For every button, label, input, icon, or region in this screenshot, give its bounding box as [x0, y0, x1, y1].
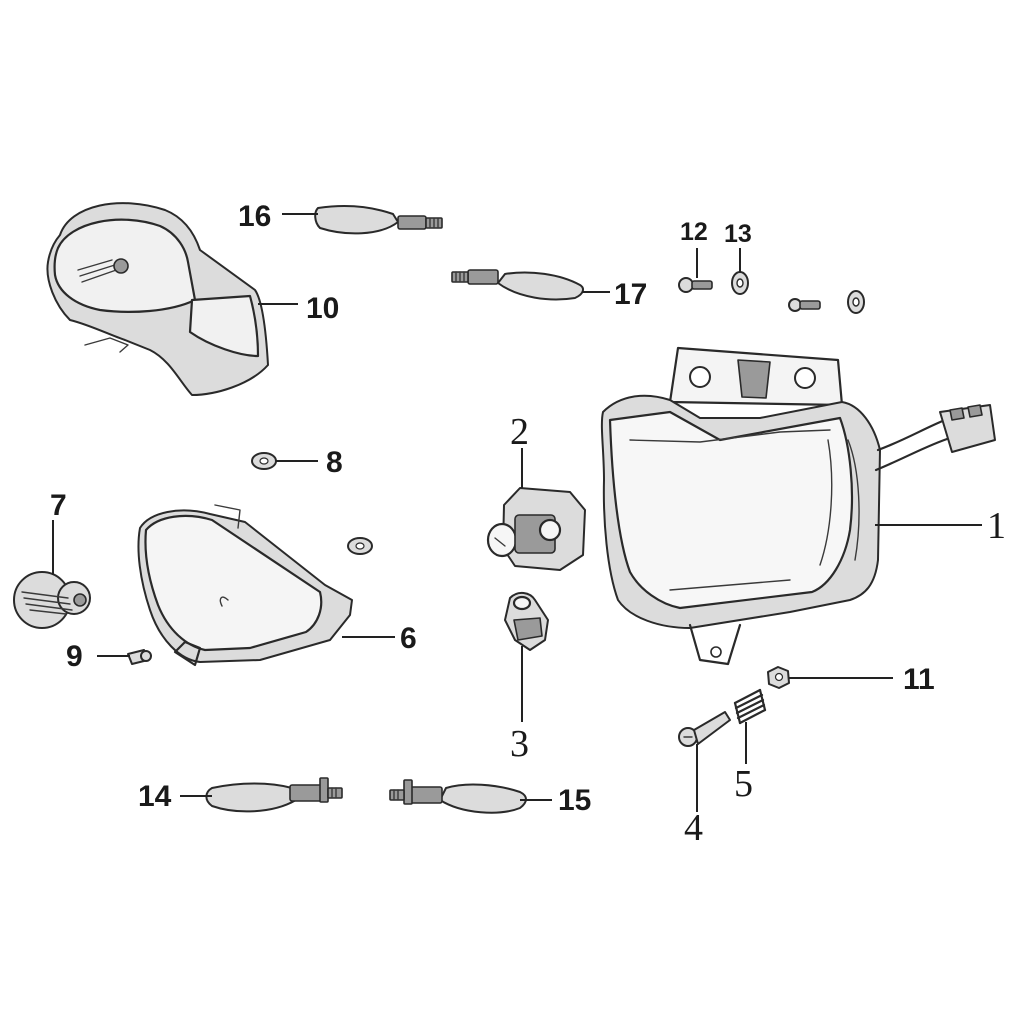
callout-15: 15 [558, 784, 591, 817]
leader-lines [52, 213, 982, 812]
turn-signal-upper-right [451, 269, 584, 301]
turn-signal-lower-left [205, 777, 343, 813]
callout-10: 10 [306, 292, 339, 325]
callout-1: 1 [987, 505, 1006, 547]
screw-and-washer-set [678, 271, 865, 314]
callout-3: 3 [510, 723, 529, 765]
callout-4: 4 [684, 807, 703, 849]
callout-17: 17 [614, 278, 647, 311]
callout-12: 12 [680, 218, 708, 246]
turn-signal-lower-right [389, 779, 527, 814]
headlight-bulb [486, 487, 586, 571]
adjuster-spring [733, 688, 767, 725]
callout-5: 5 [734, 763, 753, 805]
screw-with-washer [13, 571, 91, 629]
callout-13: 13 [724, 220, 752, 248]
callout-8: 8 [326, 446, 343, 479]
callout-6: 6 [400, 622, 417, 655]
instrument-cover [46, 202, 269, 396]
callout-16: 16 [238, 200, 271, 233]
callout-9: 9 [66, 640, 83, 673]
headlight-assembly [600, 346, 996, 666]
callout-7: 7 [50, 489, 67, 522]
callout-labels: 1 2 3 4 5 6 7 8 9 10 11 12 13 14 15 16 1… [50, 200, 1006, 849]
hex-nut [767, 666, 790, 689]
turn-signal-upper-left [314, 205, 443, 235]
headlight-cover [137, 504, 353, 667]
bulb-socket [504, 592, 549, 651]
callout-2: 2 [510, 411, 529, 453]
rubber-grommets [251, 452, 373, 555]
long-bolt [678, 711, 731, 747]
small-screw [127, 649, 152, 665]
callout-14: 14 [138, 780, 172, 813]
callout-11: 11 [903, 663, 935, 696]
